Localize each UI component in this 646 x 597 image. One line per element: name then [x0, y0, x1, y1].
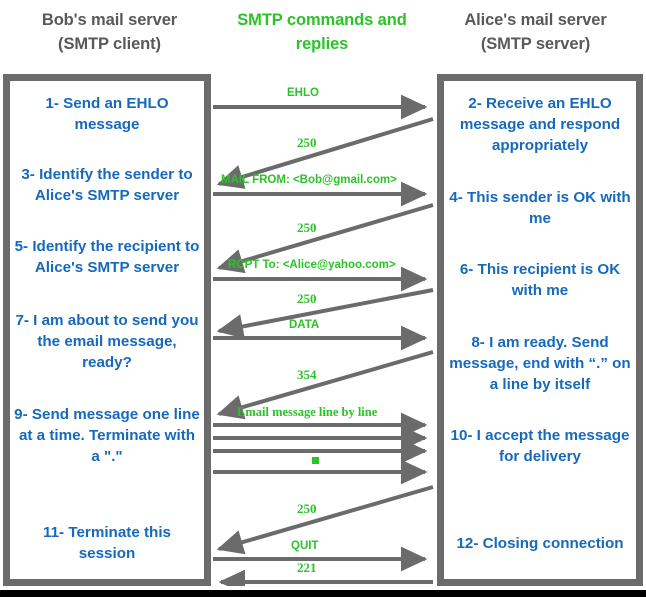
- client-step-1: 1- Send an EHLO message: [45, 95, 169, 133]
- label-250-mail-from: 250: [297, 220, 317, 235]
- client-step-11: 11- Terminate this session: [42, 524, 171, 562]
- header-protocol-line2: replies: [295, 35, 349, 53]
- server-step-10: 10- I accept the message for delivery: [450, 427, 630, 465]
- label-ehlo: EHLO: [287, 87, 319, 99]
- header-protocol: SMTP commands and replies: [219, 8, 425, 56]
- label-250-rcpt-to: 250: [297, 291, 317, 306]
- server-panel-inner: 2- Receive an EHLO message and respond a…: [444, 81, 636, 579]
- label-354: 354: [297, 367, 317, 382]
- bottom-edge-strip: [0, 590, 646, 597]
- label-250-delivery: 250: [297, 501, 317, 516]
- header-client-line1: Bob's mail server: [41, 11, 178, 29]
- label-250-ehlo: 250: [297, 135, 317, 150]
- label-quit: QUIT: [291, 540, 319, 552]
- client-step-9: 9- Send message one line at a time. Term…: [14, 406, 200, 465]
- arrow-250-ehlo: [216, 117, 434, 189]
- header-client-line2: (SMTP client): [58, 35, 161, 53]
- arrow-250-mail-from: [216, 203, 434, 274]
- header-server: Alice's mail server (SMTP server): [427, 8, 644, 56]
- client-step-3: 3- Identify the sender to Alice's SMTP s…: [21, 166, 193, 204]
- client-step-5: 5- Identify the recipient to Alice's SMT…: [14, 238, 200, 276]
- label-221: 221: [297, 560, 317, 575]
- label-mail-from: MAIL FROM: <Bob@gmail.com>: [221, 174, 397, 186]
- server-step-2: 2- Receive an EHLO message and respond a…: [459, 95, 621, 154]
- label-data: DATA: [289, 319, 320, 331]
- arrow-250-rcpt-to: [216, 288, 434, 339]
- header-client: Bob's mail server (SMTP client): [2, 8, 217, 56]
- server-panel: 2- Receive an EHLO message and respond a…: [437, 74, 643, 586]
- header-server-line2: (SMTP server): [480, 35, 591, 53]
- arrow-354: [216, 350, 434, 420]
- arrow-layer: [213, 94, 434, 586]
- message-flow-area: EHLO 250 MAIL FROM: <Bob@gmail.com> 250 …: [211, 74, 437, 586]
- arrow-250-accept: [216, 485, 434, 555]
- client-panel-inner: 1- Send an EHLO message 3- Identify the …: [10, 81, 204, 579]
- server-step-4: 4- This sender is OK with me: [449, 189, 631, 227]
- header-server-line1: Alice's mail server: [464, 11, 607, 29]
- header-protocol-line1: SMTP commands and: [237, 11, 407, 29]
- server-step-12: 12- Closing connection: [456, 535, 624, 552]
- client-step-7: 7- I am about to send you the email mess…: [15, 312, 199, 371]
- label-email-message-lines: Email message line by line: [237, 405, 378, 419]
- server-step-6: 6- This recipient is OK with me: [459, 261, 621, 299]
- client-panel: 1- Send an EHLO message 3- Identify the …: [3, 74, 211, 586]
- label-rcpt-to: RCPT To: <Alice@yahoo.com>: [228, 259, 396, 271]
- server-step-8: 8- I am ready. Send message, end with “.…: [449, 334, 631, 393]
- message-terminator-dot-icon: [312, 457, 319, 464]
